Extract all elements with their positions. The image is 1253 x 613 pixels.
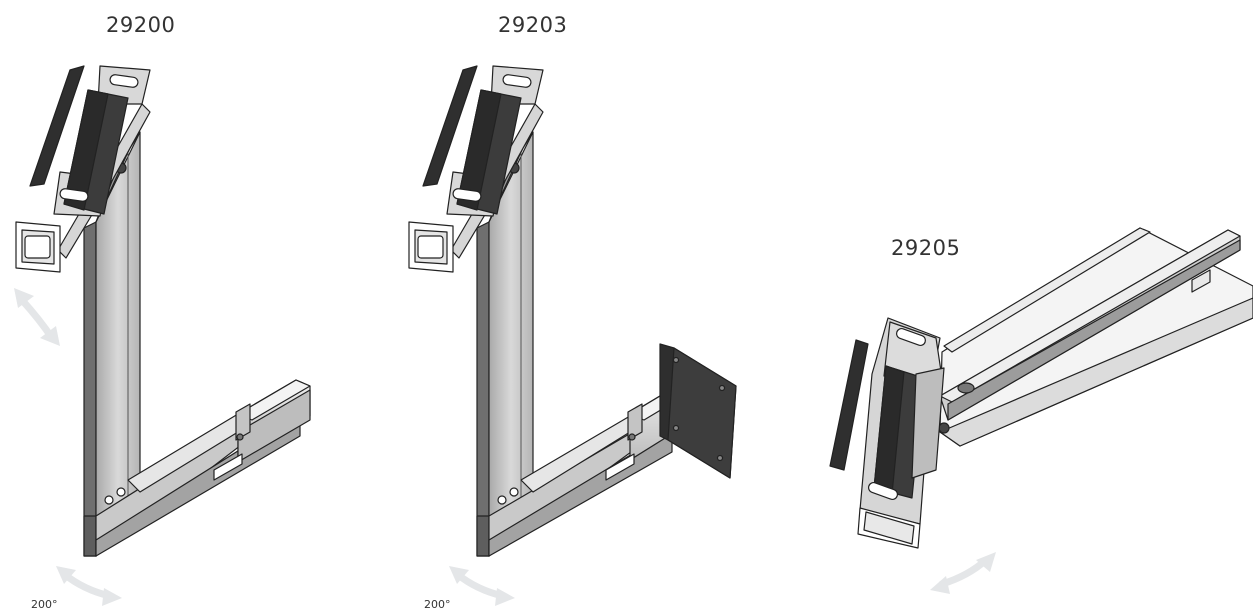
product-label-29203: 29203: [498, 13, 568, 37]
product-label-29205: 29205: [891, 236, 961, 260]
curved-double-arrow-icon: [449, 566, 515, 606]
bracket-29205: [829, 227, 1253, 549]
rotation-angle-29200: 200°: [31, 598, 58, 611]
curved-double-arrow-icon: [56, 566, 122, 606]
bracket-29200: [15, 65, 311, 557]
product-label-29200: 29200: [106, 13, 176, 37]
curved-double-arrow-icon: [930, 552, 996, 594]
bracket-29203: [408, 65, 737, 557]
curved-double-arrow-icon: [14, 288, 60, 346]
rotation-angle-29203: 200°: [424, 598, 451, 611]
